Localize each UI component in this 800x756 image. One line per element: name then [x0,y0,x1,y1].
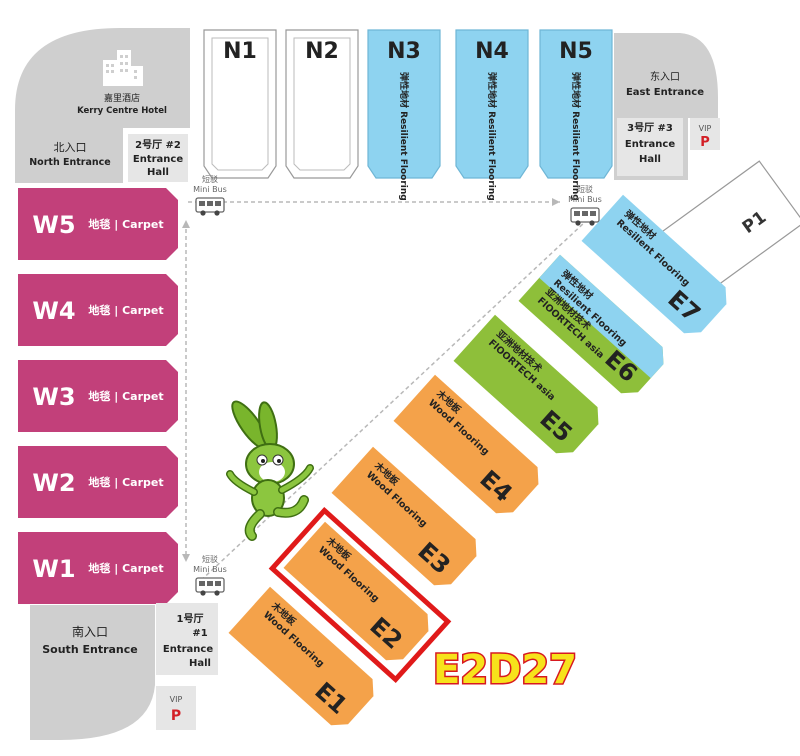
vip-label-south: VIP [170,695,183,704]
entrance-hall-3-line3: Hall [639,154,661,165]
east-entrance-cn: 东入口 [650,70,680,83]
hall-n1[interactable]: N1 [203,29,277,179]
entrance-hall-2-line3: Hall [147,167,169,178]
north-entrance-en: North Entrance [29,157,111,168]
minibus-label-cn: 短驳 [202,554,218,564]
parking-icon-east: P [700,135,710,150]
entrance-hall-2-line2: Entrance [133,154,183,165]
hall-w5[interactable]: W5 地毯 | Carpet [18,188,178,260]
minibus-icon [195,577,225,596]
route-arrow-right [552,198,560,206]
entrance-hall-3-line1: 3号厅 #3 [627,122,673,134]
entrance-hall-1-line1: 1号厅 [177,613,204,625]
entrance-hall-2-line1: 2号厅 #2 [135,139,181,151]
hall-n4-label: 弹性地材 Resilient Flooring [486,72,498,201]
hall-n3-code: N3 [387,39,421,64]
hall-w4-code: W4 [32,297,75,325]
hall-w3-label: 地毯 | Carpet [88,389,163,403]
minibus-label-cn: 短驳 [577,184,593,194]
parking-icon-south: P [171,708,181,724]
hall-w2[interactable]: W2 地毯 | Carpet [18,446,178,518]
hall-n4[interactable]: N4 弹性地材 Resilient Flooring [455,29,529,201]
entrance-hall-3-box [617,118,683,176]
vip-parking-south[interactable] [156,686,196,730]
hall-n3-label: 弹性地材 Resilient Flooring [398,72,410,201]
north-entrance-cn: 北入口 [54,141,87,154]
hotel-name-en: Kerry Centre Hotel [77,106,167,116]
minibus-icon [570,207,600,226]
hall-w1-code: W1 [32,555,75,583]
route-arrow-up [182,220,190,228]
hotel-icon [103,50,143,86]
north-entrance-area [15,28,190,183]
hall-w5-label: 地毯 | Carpet [88,217,163,231]
minibus-label-en: Mini Bus [193,185,227,194]
vip-parking-east[interactable] [690,118,720,150]
hall-w4[interactable]: W4 地毯 | Carpet [18,274,178,346]
east-entrance-area [614,33,720,180]
entrance-hall-1-line2: #1 [192,628,207,639]
hall-n5-code: N5 [559,39,593,64]
hall-w2-code: W2 [32,469,75,497]
hall-w1-label: 地毯 | Carpet [88,561,163,575]
entrance-hall-1-line4: Hall [189,658,211,669]
minibus-icon [195,197,225,216]
vip-label-east: VIP [699,124,712,133]
hall-n5[interactable]: N5 弹性地材 Resilient Flooring [539,29,613,201]
shuttle-route [185,201,601,586]
entrance-hall-2-box [128,134,188,182]
route-arrow-down [182,554,190,562]
minibus-label-cn: 短驳 [202,174,218,184]
hall-w4-label: 地毯 | Carpet [88,303,163,317]
hall-w3[interactable]: W3 地毯 | Carpet [18,360,178,432]
hall-n4-code: N4 [475,39,509,64]
entrance-hall-1-line3: Entrance [163,644,213,655]
booth-number-label: E2D27 [433,647,577,693]
hall-w1[interactable]: W1 地毯 | Carpet [18,532,178,604]
entrance-hall-1-box [156,603,218,675]
rabbit-mascot-icon [226,400,314,541]
hall-n2[interactable]: N2 [285,29,359,179]
east-entrance-en: East Entrance [626,87,704,98]
hall-w2-label: 地毯 | Carpet [88,475,163,489]
hotel-name-cn: 嘉里酒店 [104,92,140,104]
minibus-label-en: Mini Bus [193,565,227,574]
south-entrance-cn: 南入口 [72,624,108,639]
minibus-label-en: Mini Bus [568,195,602,204]
hall-n5-label: 弹性地材 Resilient Flooring [570,72,582,201]
south-entrance-area [30,603,218,740]
highlight-frame-e2 [268,506,452,684]
hall-w3-code: W3 [32,383,75,411]
entrance-hall-3-line2: Entrance [625,139,675,150]
south-entrance-en: South Entrance [42,643,138,656]
hall-n1-code: N1 [223,39,257,64]
hall-n2-code: N2 [305,39,339,64]
hall-n3[interactable]: N3 弹性地材 Resilient Flooring [367,29,441,201]
hall-w5-code: W5 [32,211,75,239]
